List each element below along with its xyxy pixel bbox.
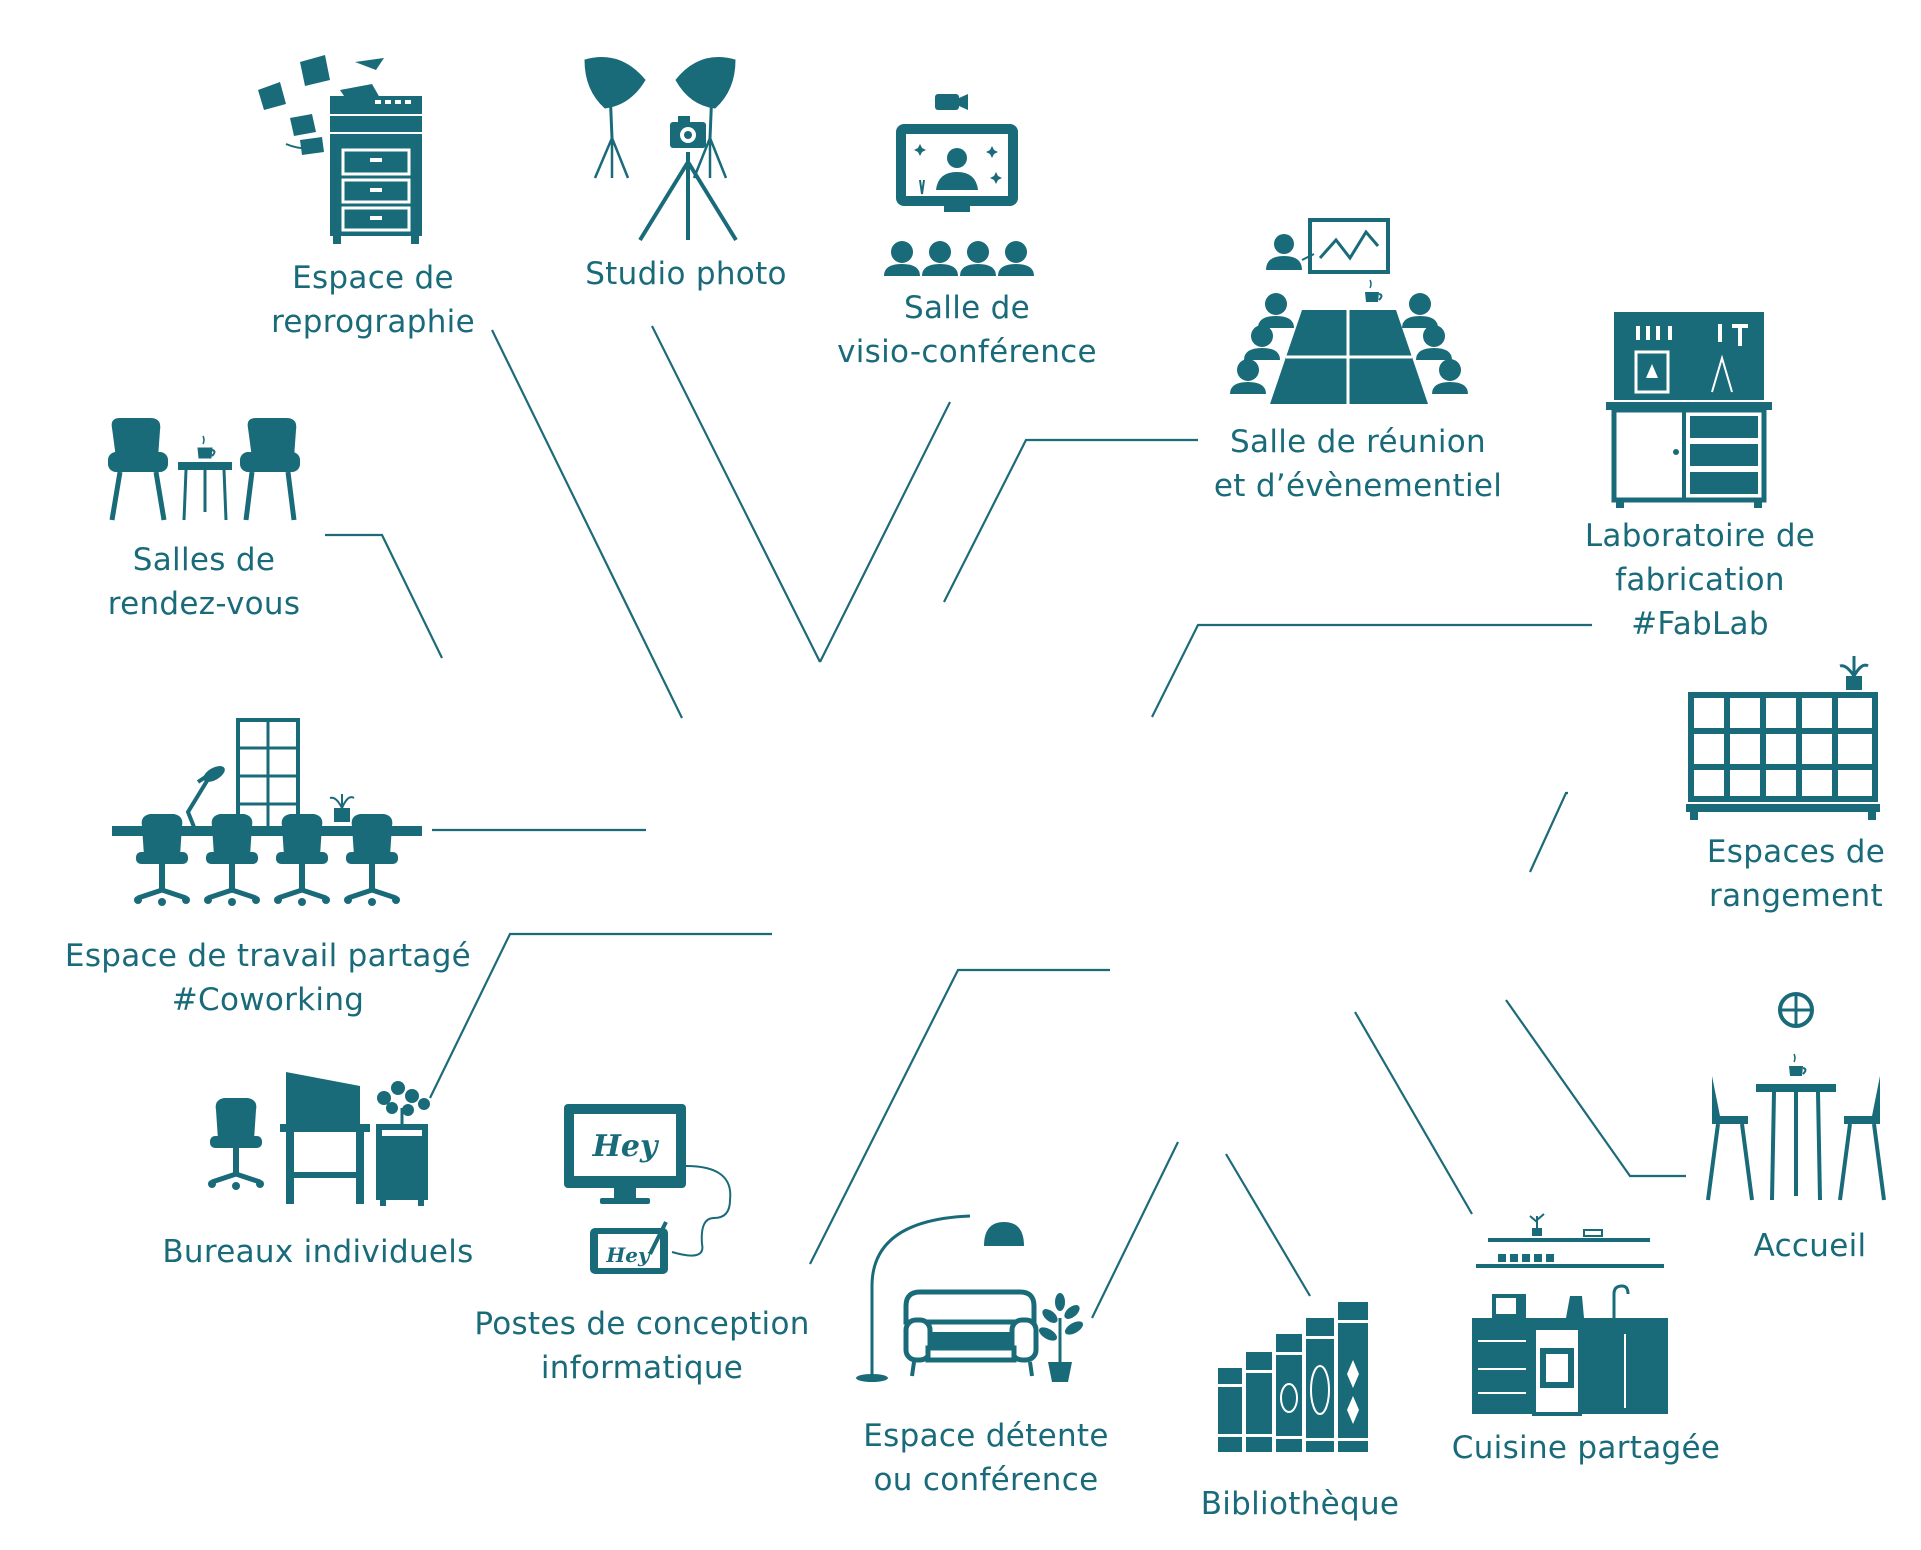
- label-bibliotheque: Bibliothèque: [1200, 1486, 1400, 1522]
- label-studio: Studio photo: [585, 256, 787, 292]
- coworking-desk-icon: [112, 718, 422, 906]
- copier-icon: [258, 55, 422, 244]
- label-accueil: Accueil: [1753, 1228, 1867, 1264]
- computer-tablet-icon: Hey Hey: [564, 1104, 732, 1274]
- label-cuisine: Cuisine partagée: [1451, 1430, 1721, 1466]
- meeting-table-icon: [1230, 218, 1468, 404]
- individual-desk-icon: [208, 1072, 430, 1206]
- hey-script-screen: Hey: [592, 1129, 660, 1164]
- video-conference-icon: [884, 94, 1034, 276]
- workbench-icon: [1606, 312, 1772, 508]
- connectors: [325, 325, 1686, 1319]
- hey-script-tablet: Hey: [605, 1243, 651, 1267]
- sofa-lamp-icon: [856, 1214, 1084, 1382]
- lockers-icon: [1686, 656, 1880, 820]
- bar-table-stools-icon: [1706, 992, 1886, 1201]
- label-coworking: Espace de travail partagé#Coworking: [64, 938, 472, 1018]
- kitchen-icon: [1472, 1213, 1668, 1416]
- armchairs-table-icon: [108, 418, 300, 521]
- label-bureaux: Bureaux individuels: [162, 1234, 474, 1270]
- photo-studio-icon: [584, 57, 738, 242]
- books-icon: [1218, 1302, 1368, 1452]
